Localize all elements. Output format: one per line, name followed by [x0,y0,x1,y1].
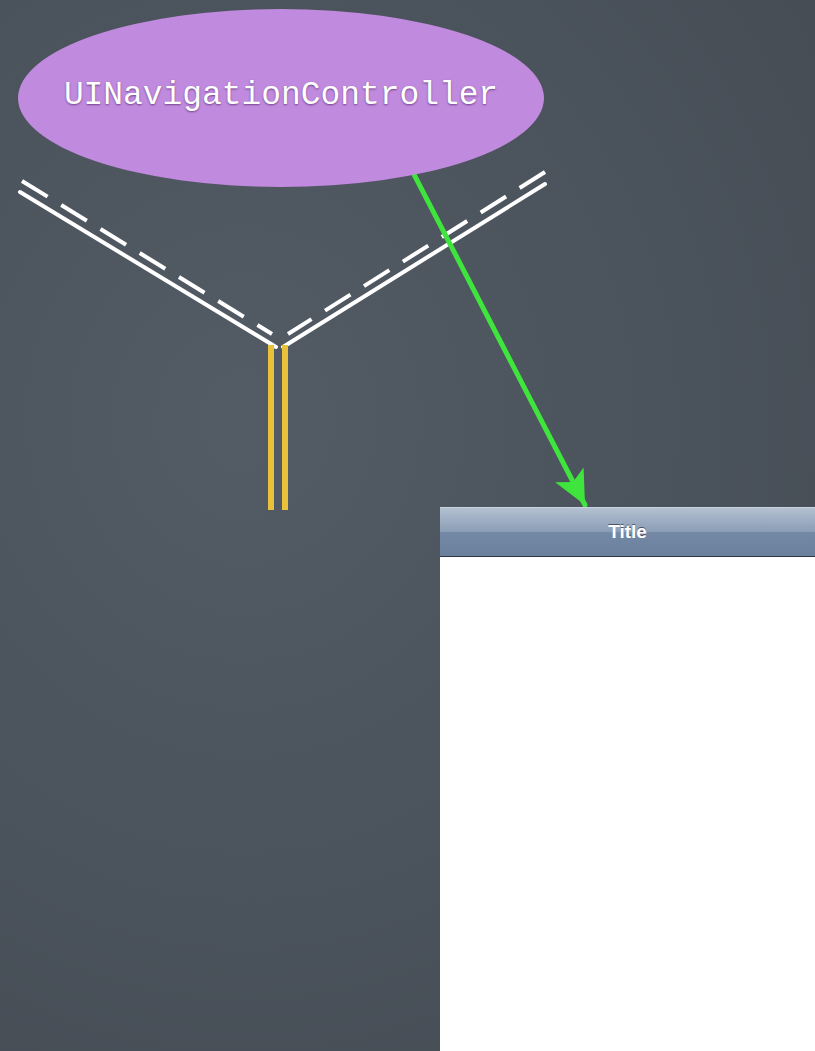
navigation-bar: Title [440,507,815,557]
road-edges [20,172,545,347]
screen-view: Title [440,507,815,1051]
controller-ellipse: UINavigationController [17,8,545,188]
center-line [271,345,285,510]
nav-title: Title [608,521,647,543]
controller-name: UINavigationController [17,77,545,114]
chalk-arrow [411,168,585,505]
